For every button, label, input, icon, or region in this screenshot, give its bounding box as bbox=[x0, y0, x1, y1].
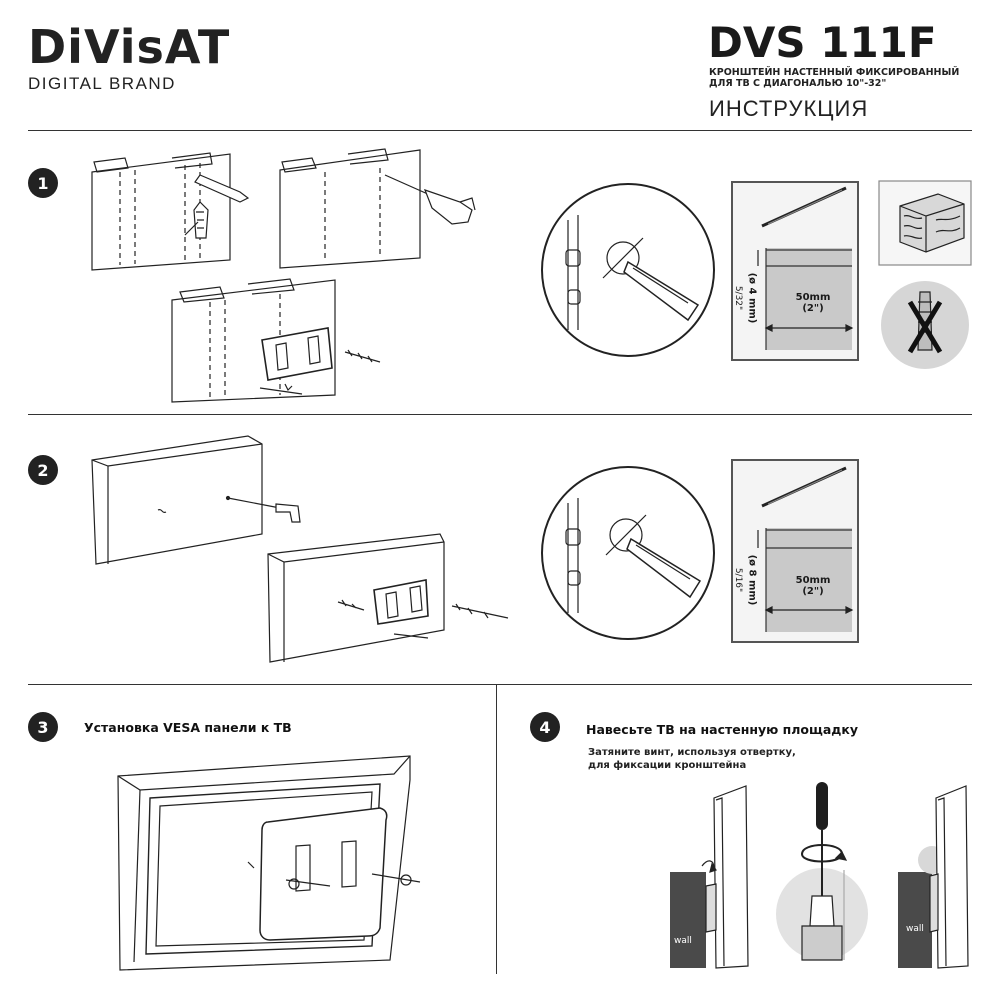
step-2-drill-depth-diagram bbox=[731, 459, 859, 643]
step-1-drill-diameter: (ø 4 mm) bbox=[746, 272, 758, 324]
brand-tagline: DIGITAL BRAND bbox=[28, 74, 176, 93]
step-2-depth-in: (2") bbox=[802, 586, 824, 597]
step-1-badge: 1 bbox=[28, 168, 58, 198]
step-1-drill-depth-diagram bbox=[731, 181, 859, 361]
step-2-divider bbox=[28, 684, 972, 685]
step-1-depth-in: (2") bbox=[802, 303, 824, 314]
step-2-drill-fraction: 5/16" bbox=[733, 567, 743, 593]
step-4-tv-left-illustration bbox=[670, 785, 749, 969]
step-3-badge: 3 bbox=[28, 712, 58, 742]
product-description: КРОНШТЕЙН НАСТЕННЫЙ ФИКСИРОВАННЫЙ ДЛЯ ТВ… bbox=[709, 67, 979, 89]
step-2-depth-label: 50mm (2") bbox=[788, 575, 838, 597]
step-4-title: Навесьте ТВ на настенную площадку bbox=[586, 722, 858, 737]
rotate-arrow-icon bbox=[801, 844, 848, 863]
step-1-drill-fraction: 5/32" bbox=[733, 285, 743, 311]
step-1-depth-mm: 50mm bbox=[795, 292, 831, 303]
document-title: ИНСТРУКЦИЯ bbox=[709, 96, 869, 121]
step-4-badge: 4 bbox=[530, 712, 560, 742]
step-3-4-divider bbox=[496, 684, 497, 974]
step-1-drill-size-label: (ø 4 mm) 5/32" bbox=[733, 248, 774, 348]
step-2-zoom-circle bbox=[541, 466, 715, 640]
step-4-subtitle-line-2: для фиксации кронштейна bbox=[588, 760, 747, 771]
step-2-badge: 2 bbox=[28, 455, 58, 485]
wall-label-left: wall bbox=[674, 936, 692, 946]
step-4-tv-right-illustration bbox=[898, 785, 969, 969]
step-2-depth-mm: 50mm bbox=[795, 575, 831, 586]
step-1-wall-illustration bbox=[91, 148, 476, 403]
step-2-drill-size-label: (ø 8 mm) 5/16" bbox=[733, 530, 774, 630]
step-4-subtitle: Затяните винт, используя отвертку, для ф… bbox=[588, 746, 796, 772]
step-2-drill-diameter: (ø 8 mm) bbox=[746, 554, 758, 606]
brand-logo: DiVisAT bbox=[28, 20, 231, 74]
wood-block-icon bbox=[878, 180, 972, 266]
no-plastic-anchor-icon bbox=[881, 281, 969, 369]
description-line-2: ДЛЯ ТВ С ДИАГОНАЛЬЮ 10"-32" bbox=[709, 78, 887, 89]
step-1-divider bbox=[28, 414, 972, 415]
step-1-zoom-circle bbox=[541, 183, 715, 357]
header-divider bbox=[28, 130, 972, 131]
model-title: DVS 111F bbox=[708, 18, 937, 67]
step-2-wall-illustration bbox=[91, 435, 509, 663]
step-4-screwdriver-illustration bbox=[776, 782, 868, 961]
step-1-depth-label: 50mm (2") bbox=[788, 292, 838, 314]
wall-label-right: wall bbox=[906, 924, 924, 934]
step-3-tv-vesa-illustration bbox=[117, 755, 421, 971]
step-4-subtitle-line-1: Затяните винт, используя отвертку, bbox=[588, 747, 796, 758]
step-3-title: Установка VESA панели к ТВ bbox=[84, 720, 292, 735]
description-line-1: КРОНШТЕЙН НАСТЕННЫЙ ФИКСИРОВАННЫЙ bbox=[709, 67, 960, 78]
